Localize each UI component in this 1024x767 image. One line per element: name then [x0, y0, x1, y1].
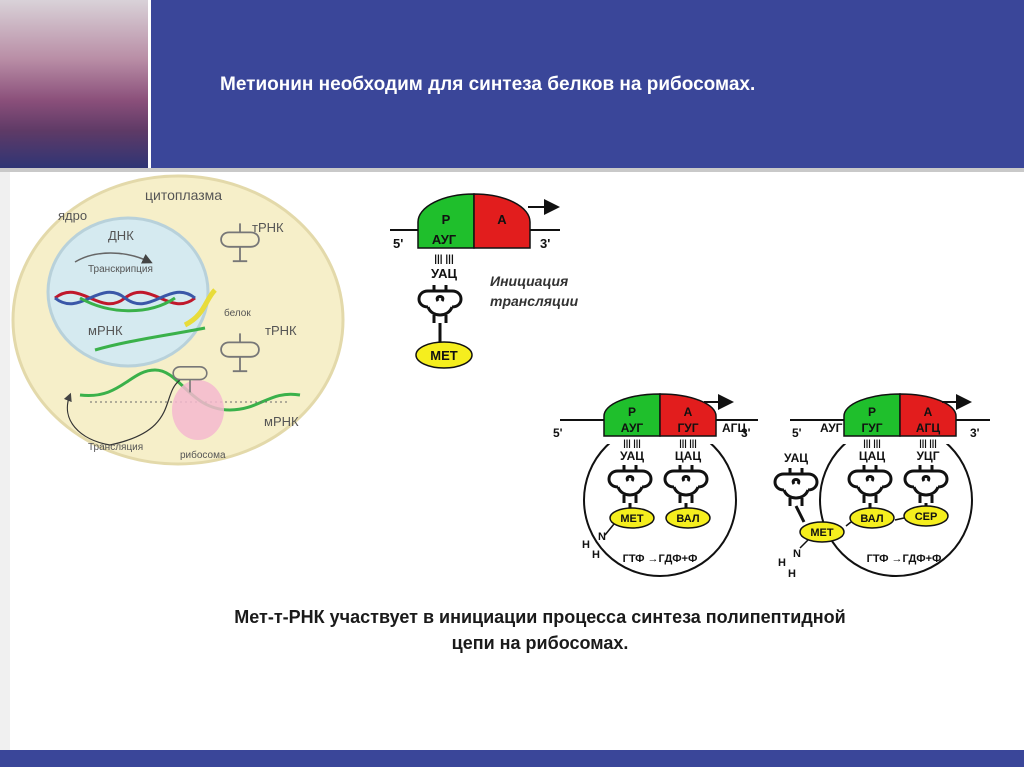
- svg-text:УАЦ: УАЦ: [620, 449, 644, 463]
- trna-sketch-mid: [220, 333, 260, 373]
- svg-text:УЦГ: УЦГ: [916, 449, 939, 463]
- svg-text:Р: Р: [868, 405, 876, 419]
- label-dna: ДНК: [108, 228, 134, 243]
- svg-text:N: N: [598, 531, 606, 543]
- slide-caption: Мет-т-РНК участвует в инициации процесса…: [100, 604, 980, 656]
- dna-strand-blue: [54, 290, 196, 306]
- trna-sketch-top: [220, 223, 260, 263]
- p-site-label: Р: [442, 212, 451, 227]
- p-site-2: [603, 393, 661, 437]
- svg-text:АГЦ: АГЦ: [916, 421, 940, 435]
- initiation-panel: Р А 5' 3' АУГ ||| ||| УАЦ МЕТ Инициация …: [390, 193, 579, 369]
- codon-label: АУГ: [432, 232, 457, 247]
- caption-line-2: цепи на рибосомах.: [451, 633, 629, 653]
- label-trna-top: тРНК: [252, 220, 284, 235]
- initiation-label-1: Инициация: [490, 273, 568, 289]
- svg-text:ЦАЦ: ЦАЦ: [859, 449, 885, 463]
- met-amino: [415, 341, 473, 369]
- label-protein: белок: [224, 307, 251, 319]
- header-divider: [0, 168, 1024, 172]
- svg-text:ВАЛ: ВАЛ: [860, 513, 883, 525]
- transcription-arrow: [74, 252, 153, 264]
- svg-text:А: А: [684, 405, 693, 419]
- svg-text:5': 5': [553, 426, 563, 440]
- translation-arrow: [63, 379, 181, 446]
- photo-divider: [148, 0, 151, 168]
- label-cytoplasm: цитоплазма: [145, 187, 222, 203]
- svg-text:||| |||: ||| |||: [863, 438, 881, 448]
- svg-text:ГУГ: ГУГ: [861, 421, 882, 435]
- slide-title: Метионин необходим для синтеза белков на…: [220, 74, 756, 95]
- svg-text:H: H: [592, 549, 600, 561]
- prime5-label: 5': [393, 236, 403, 251]
- svg-text:ГУГ: ГУГ: [677, 421, 698, 435]
- a-site-2: [659, 393, 717, 437]
- p-site-3: [843, 393, 901, 437]
- prime3-label: 3': [540, 236, 550, 251]
- ribosome-shape: [172, 380, 224, 440]
- p-site: [417, 193, 475, 249]
- initiation-label-2: трансляции: [490, 293, 579, 309]
- label-transcription: Транскрипция: [88, 264, 153, 275]
- transcript-green: [79, 296, 176, 313]
- svg-text:АУГ: АУГ: [621, 421, 644, 435]
- svg-text:Р: Р: [628, 405, 636, 419]
- met-label: МЕТ: [430, 348, 458, 363]
- svg-text:АГЦ: АГЦ: [722, 421, 746, 435]
- footer-bar: [0, 750, 1024, 767]
- svg-text:ГТФ →ГДФ+Ф: ГТФ →ГДФ+Ф: [867, 553, 942, 565]
- svg-text:||| |||: ||| |||: [919, 438, 937, 448]
- protein-chain: [183, 288, 217, 328]
- a-site-3: [899, 393, 957, 437]
- a-site: [473, 193, 531, 249]
- svg-text:H: H: [778, 557, 786, 569]
- svg-text:||| |||: ||| |||: [434, 254, 454, 265]
- svg-text:ВАЛ: ВАЛ: [676, 513, 699, 525]
- header-banner: [0, 0, 1024, 168]
- trna-icon: [417, 283, 463, 325]
- svg-text:5': 5': [792, 426, 802, 440]
- svg-text:||| |||: ||| |||: [623, 438, 641, 448]
- svg-text:||| |||: ||| |||: [679, 438, 697, 448]
- svg-text:N: N: [793, 548, 801, 560]
- label-mrna: мРНК: [264, 414, 299, 429]
- cell-nucleus: [46, 216, 210, 368]
- step2-panel: Р А 5' 3' АУГ ГУГ АГЦ ||| ||| ||| ||| УА…: [553, 393, 760, 577]
- step3-panel: Р А 5' 3' АУГ ГУГ АГЦ ||| ||| ||| ||| УА…: [773, 393, 990, 580]
- svg-text:МЕТ: МЕТ: [620, 513, 644, 525]
- svg-text:АУГ: АУГ: [820, 421, 843, 435]
- svg-text:А: А: [924, 405, 933, 419]
- svg-text:3': 3': [970, 426, 980, 440]
- svg-text:УАЦ: УАЦ: [784, 451, 808, 465]
- svg-text:ЦАЦ: ЦАЦ: [675, 449, 701, 463]
- anticodon-label: УАЦ: [431, 266, 457, 281]
- svg-text:ГТФ →ГДФ+Ф: ГТФ →ГДФ+Ф: [623, 553, 698, 565]
- cell-illustration: цитоплазма ядро ДНК Транскрипция мРНК тР…: [11, 174, 345, 466]
- svg-text:H: H: [788, 568, 796, 580]
- caption-line-1: Мет-т-РНК участвует в инициации процесса…: [234, 607, 846, 627]
- label-translation: Трансляция: [88, 442, 143, 453]
- svg-text:МЕТ: МЕТ: [810, 527, 834, 539]
- svg-text:H: H: [582, 539, 590, 551]
- trna-sketch-ribosome: [172, 365, 208, 393]
- a-site-label: А: [497, 212, 507, 227]
- flask-photo: [0, 0, 148, 168]
- label-mrna-nucleus: мРНК: [88, 323, 123, 338]
- label-ribosome: рибосома: [180, 449, 226, 461]
- mrna-nucleus-strand: [94, 326, 206, 352]
- left-panel: [0, 172, 10, 750]
- label-trna-mid: тРНК: [265, 323, 297, 338]
- svg-text:3': 3': [741, 426, 751, 440]
- label-nucleus: ядро: [58, 208, 87, 223]
- svg-text:СЕР: СЕР: [915, 511, 938, 523]
